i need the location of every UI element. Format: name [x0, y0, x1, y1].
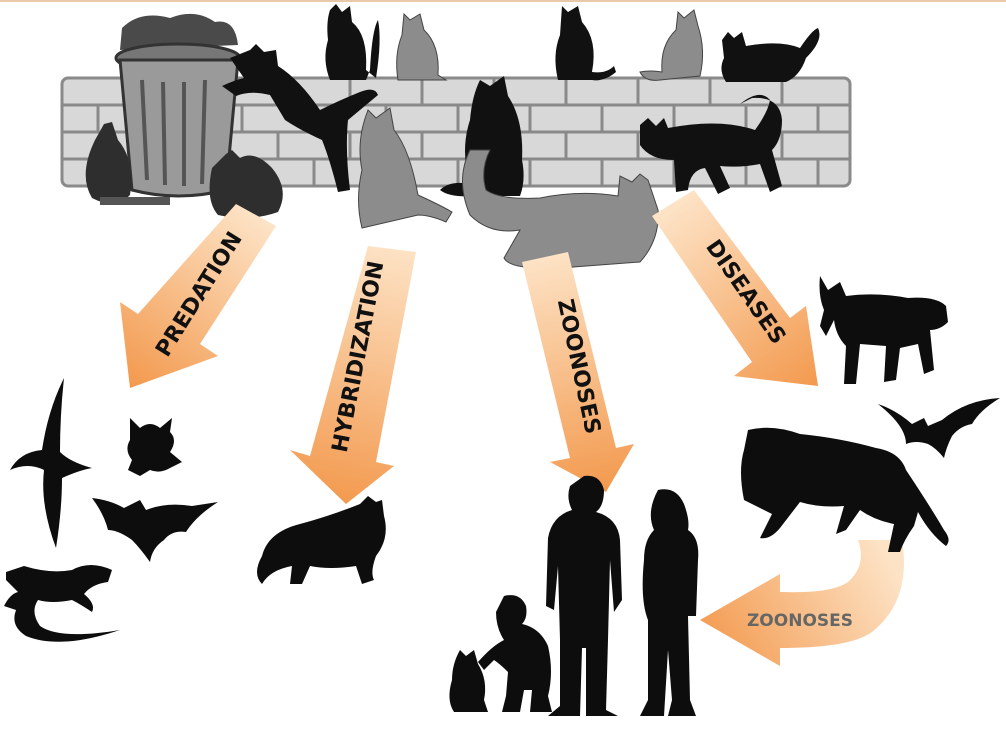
predation-arrow [120, 204, 276, 388]
garbage-bag-icon [85, 122, 283, 218]
wildcat-icon [257, 496, 386, 584]
adult-woman-icon [640, 489, 699, 716]
bat-icon [878, 398, 1000, 458]
hybridization-arrow [290, 246, 416, 504]
domestic-cat-icon [222, 4, 820, 269]
bat-icon [92, 498, 218, 562]
child-icon [478, 595, 552, 712]
zoonoses-return-label: ZOONOSES [747, 611, 853, 631]
adult-man-icon [546, 475, 622, 716]
diseases-arrow [652, 190, 818, 386]
lizard-icon [4, 565, 120, 642]
large-wild-cat-icon [741, 427, 949, 552]
lynx-icon [819, 276, 948, 384]
zoonoses-return-arrow [700, 540, 904, 666]
seabird-icon [10, 378, 92, 548]
kitten-icon [449, 650, 488, 712]
frog-icon [127, 418, 182, 476]
zoonoses-arrow [522, 252, 634, 492]
